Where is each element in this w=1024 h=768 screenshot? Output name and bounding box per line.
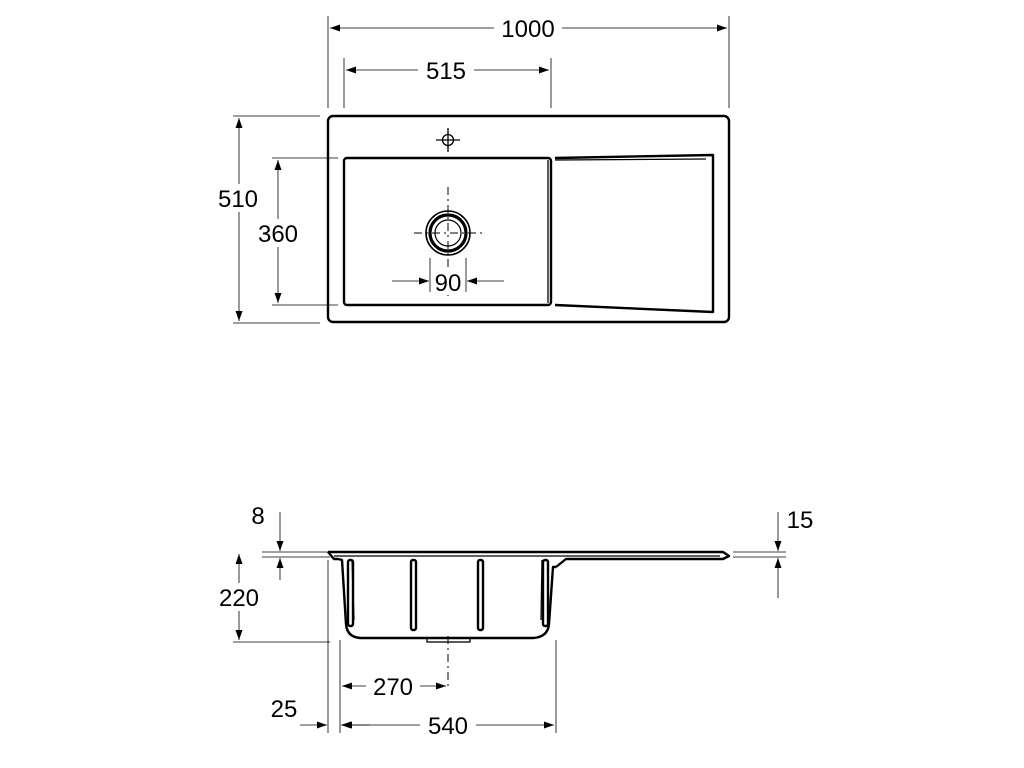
dim-drainer-offset: 15 (787, 507, 814, 534)
dim-overall-depth: 510 (218, 186, 258, 213)
side-view: 8 15 220 270 25 540 (212, 503, 813, 740)
sink-profile-bowl (337, 557, 556, 640)
dim-drain-diameter: 90 (435, 270, 462, 297)
tap-hole-symbol (436, 128, 460, 152)
drainer-outline (554, 153, 715, 314)
top-view: 1000 515 510 360 90 (212, 14, 731, 324)
dim-bowl-height: 220 (219, 585, 259, 612)
dim-bowl-depth: 360 (258, 221, 298, 248)
sink-profile-rim-lower (327, 551, 338, 561)
sink-outline (326, 114, 731, 324)
dim-drain-offset: 270 (373, 674, 413, 701)
dim-bowl-outer-width: 540 (428, 713, 468, 740)
dim-overall-width: 1000 (501, 16, 554, 43)
dim-bowl-width: 515 (426, 58, 466, 85)
bowl-outline (342, 156, 553, 307)
drain-symbol (414, 187, 482, 296)
dim-rim-thickness: 8 (251, 503, 264, 530)
dim-edge-offset: 25 (271, 696, 298, 723)
sink-profile-rim (328, 550, 731, 568)
